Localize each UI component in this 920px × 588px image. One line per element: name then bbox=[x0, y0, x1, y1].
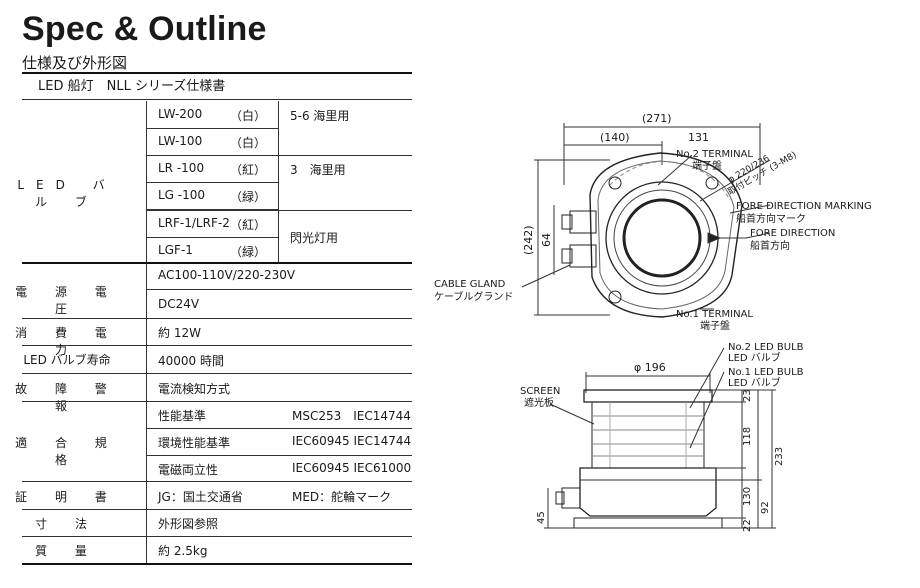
dim-total: (271) bbox=[642, 112, 672, 125]
bulb-color: （白） bbox=[230, 109, 267, 123]
mass-value: 約 2.5kg bbox=[158, 544, 208, 558]
dim-diameter: φ 196 bbox=[634, 361, 666, 374]
dim-22: 22 bbox=[742, 519, 753, 532]
col-divider-bulb bbox=[278, 101, 279, 262]
consumption-label: 消 費 電 力 bbox=[15, 326, 119, 357]
no2-bulb-jp: LED バルブ bbox=[728, 351, 781, 364]
bulb-model: LW-100 bbox=[158, 134, 203, 148]
bulb-model: LR -100 bbox=[158, 161, 205, 175]
bulb-color: （白） bbox=[230, 136, 267, 150]
fault-value: 電流検知方式 bbox=[158, 382, 231, 396]
fore-direction: FORE DIRECTION bbox=[750, 228, 835, 239]
bulb-model: LRF-1/LRF-2 bbox=[158, 216, 230, 230]
dim-118: 118 bbox=[742, 427, 753, 446]
consumption-value: 約 12W bbox=[158, 326, 201, 340]
dim-233: 233 bbox=[774, 447, 785, 466]
bulb-model: LW-200 bbox=[158, 107, 203, 121]
dim-64: 64 bbox=[540, 233, 553, 247]
dim-height: (242) bbox=[522, 225, 535, 255]
certificate-label: 証 明 書 bbox=[15, 490, 119, 504]
dim-23: 23 bbox=[742, 389, 753, 402]
no2-bulb: No.2 LED BULB bbox=[728, 342, 804, 353]
life-value: 40000 時間 bbox=[158, 354, 224, 368]
standard-name: 性能基準 bbox=[158, 409, 207, 423]
fore-marking: FORE DIRECTION MARKING bbox=[736, 201, 872, 212]
page-title: Spec & Outline bbox=[22, 10, 267, 48]
bulb-model: LG -100 bbox=[158, 188, 206, 202]
cable-gland: CABLE GLAND bbox=[434, 279, 506, 290]
dim-right: 131 bbox=[688, 131, 709, 144]
standard-name: 電磁両立性 bbox=[158, 463, 219, 477]
standard-value: MSC253 IEC14744 bbox=[292, 409, 411, 423]
power-dc: DC24V bbox=[158, 297, 200, 311]
no2-terminal-jp: 端子盤 bbox=[692, 159, 722, 172]
life-label: LED バルブ寿命 bbox=[23, 353, 111, 367]
mass-label: 質 量 bbox=[35, 544, 99, 558]
standards-label: 適 合 規 格 bbox=[15, 436, 119, 467]
header-rule bbox=[22, 72, 412, 74]
no1-bulb-jp: LED バルブ bbox=[728, 376, 781, 389]
standard-value: IEC60945 IEC14744 bbox=[292, 434, 412, 448]
range-label: 5-6 海里用 bbox=[290, 109, 350, 123]
range-label: 閃光灯用 bbox=[290, 231, 339, 245]
bulb-color: （緑） bbox=[230, 245, 267, 259]
no1-terminal: No.1 TERMINAL bbox=[676, 309, 753, 320]
certificate-med: MED：舵輪マーク bbox=[292, 490, 392, 504]
page-subtitle: 仕様及び外形図 bbox=[22, 54, 128, 72]
series-title: LED 船灯 NLL シリーズ仕様書 bbox=[22, 74, 412, 100]
power-label: 電 源 電 圧 bbox=[15, 285, 119, 316]
fore-marking-jp: 船首方向マーク bbox=[736, 212, 806, 225]
bulb-label: LED バ ル ブ bbox=[17, 178, 117, 209]
bulb-model: LGF-1 bbox=[158, 243, 193, 257]
no1-terminal-jp: 端子盤 bbox=[700, 319, 730, 332]
no2-terminal: No.2 TERMINAL bbox=[676, 149, 753, 160]
bulb-color: （緑） bbox=[230, 190, 267, 204]
standard-name: 環境性能基準 bbox=[158, 436, 231, 450]
dimensions-value: 外形図参照 bbox=[158, 517, 219, 531]
standard-value: IEC60945 IEC61000 bbox=[292, 461, 412, 475]
dim-45: 45 bbox=[536, 511, 547, 524]
top-view-drawing: (271) (140) 131 (242) 64 No.2 TERMINAL 端… bbox=[434, 112, 872, 332]
screen-label-jp: 遮光板 bbox=[524, 396, 554, 409]
certificate-jg: JG：国土交通省 bbox=[158, 490, 243, 504]
dim-left: (140) bbox=[600, 131, 630, 144]
screen-label: SCREEN bbox=[520, 386, 560, 397]
side-view-drawing: φ 196 No.2 LED BULB LED バルブ No.1 LED BUL… bbox=[520, 342, 804, 532]
col-divider bbox=[146, 101, 147, 563]
range-label: 3 海里用 bbox=[290, 163, 346, 177]
fault-label: 故 障 警 報 bbox=[15, 382, 119, 413]
fore-direction-jp: 船首方向 bbox=[750, 239, 790, 252]
bulb-color: （紅） bbox=[230, 163, 267, 177]
dim-92: 92 bbox=[760, 501, 771, 514]
power-ac: AC100-110V/220-230V bbox=[158, 268, 296, 282]
bulb-color: （紅） bbox=[230, 218, 267, 232]
dimensions-label: 寸 法 bbox=[35, 517, 99, 531]
no1-bulb: No.1 LED BULB bbox=[728, 367, 804, 378]
cable-gland-jp: ケーブルグランド bbox=[434, 290, 513, 303]
dim-130: 130 bbox=[742, 487, 753, 506]
